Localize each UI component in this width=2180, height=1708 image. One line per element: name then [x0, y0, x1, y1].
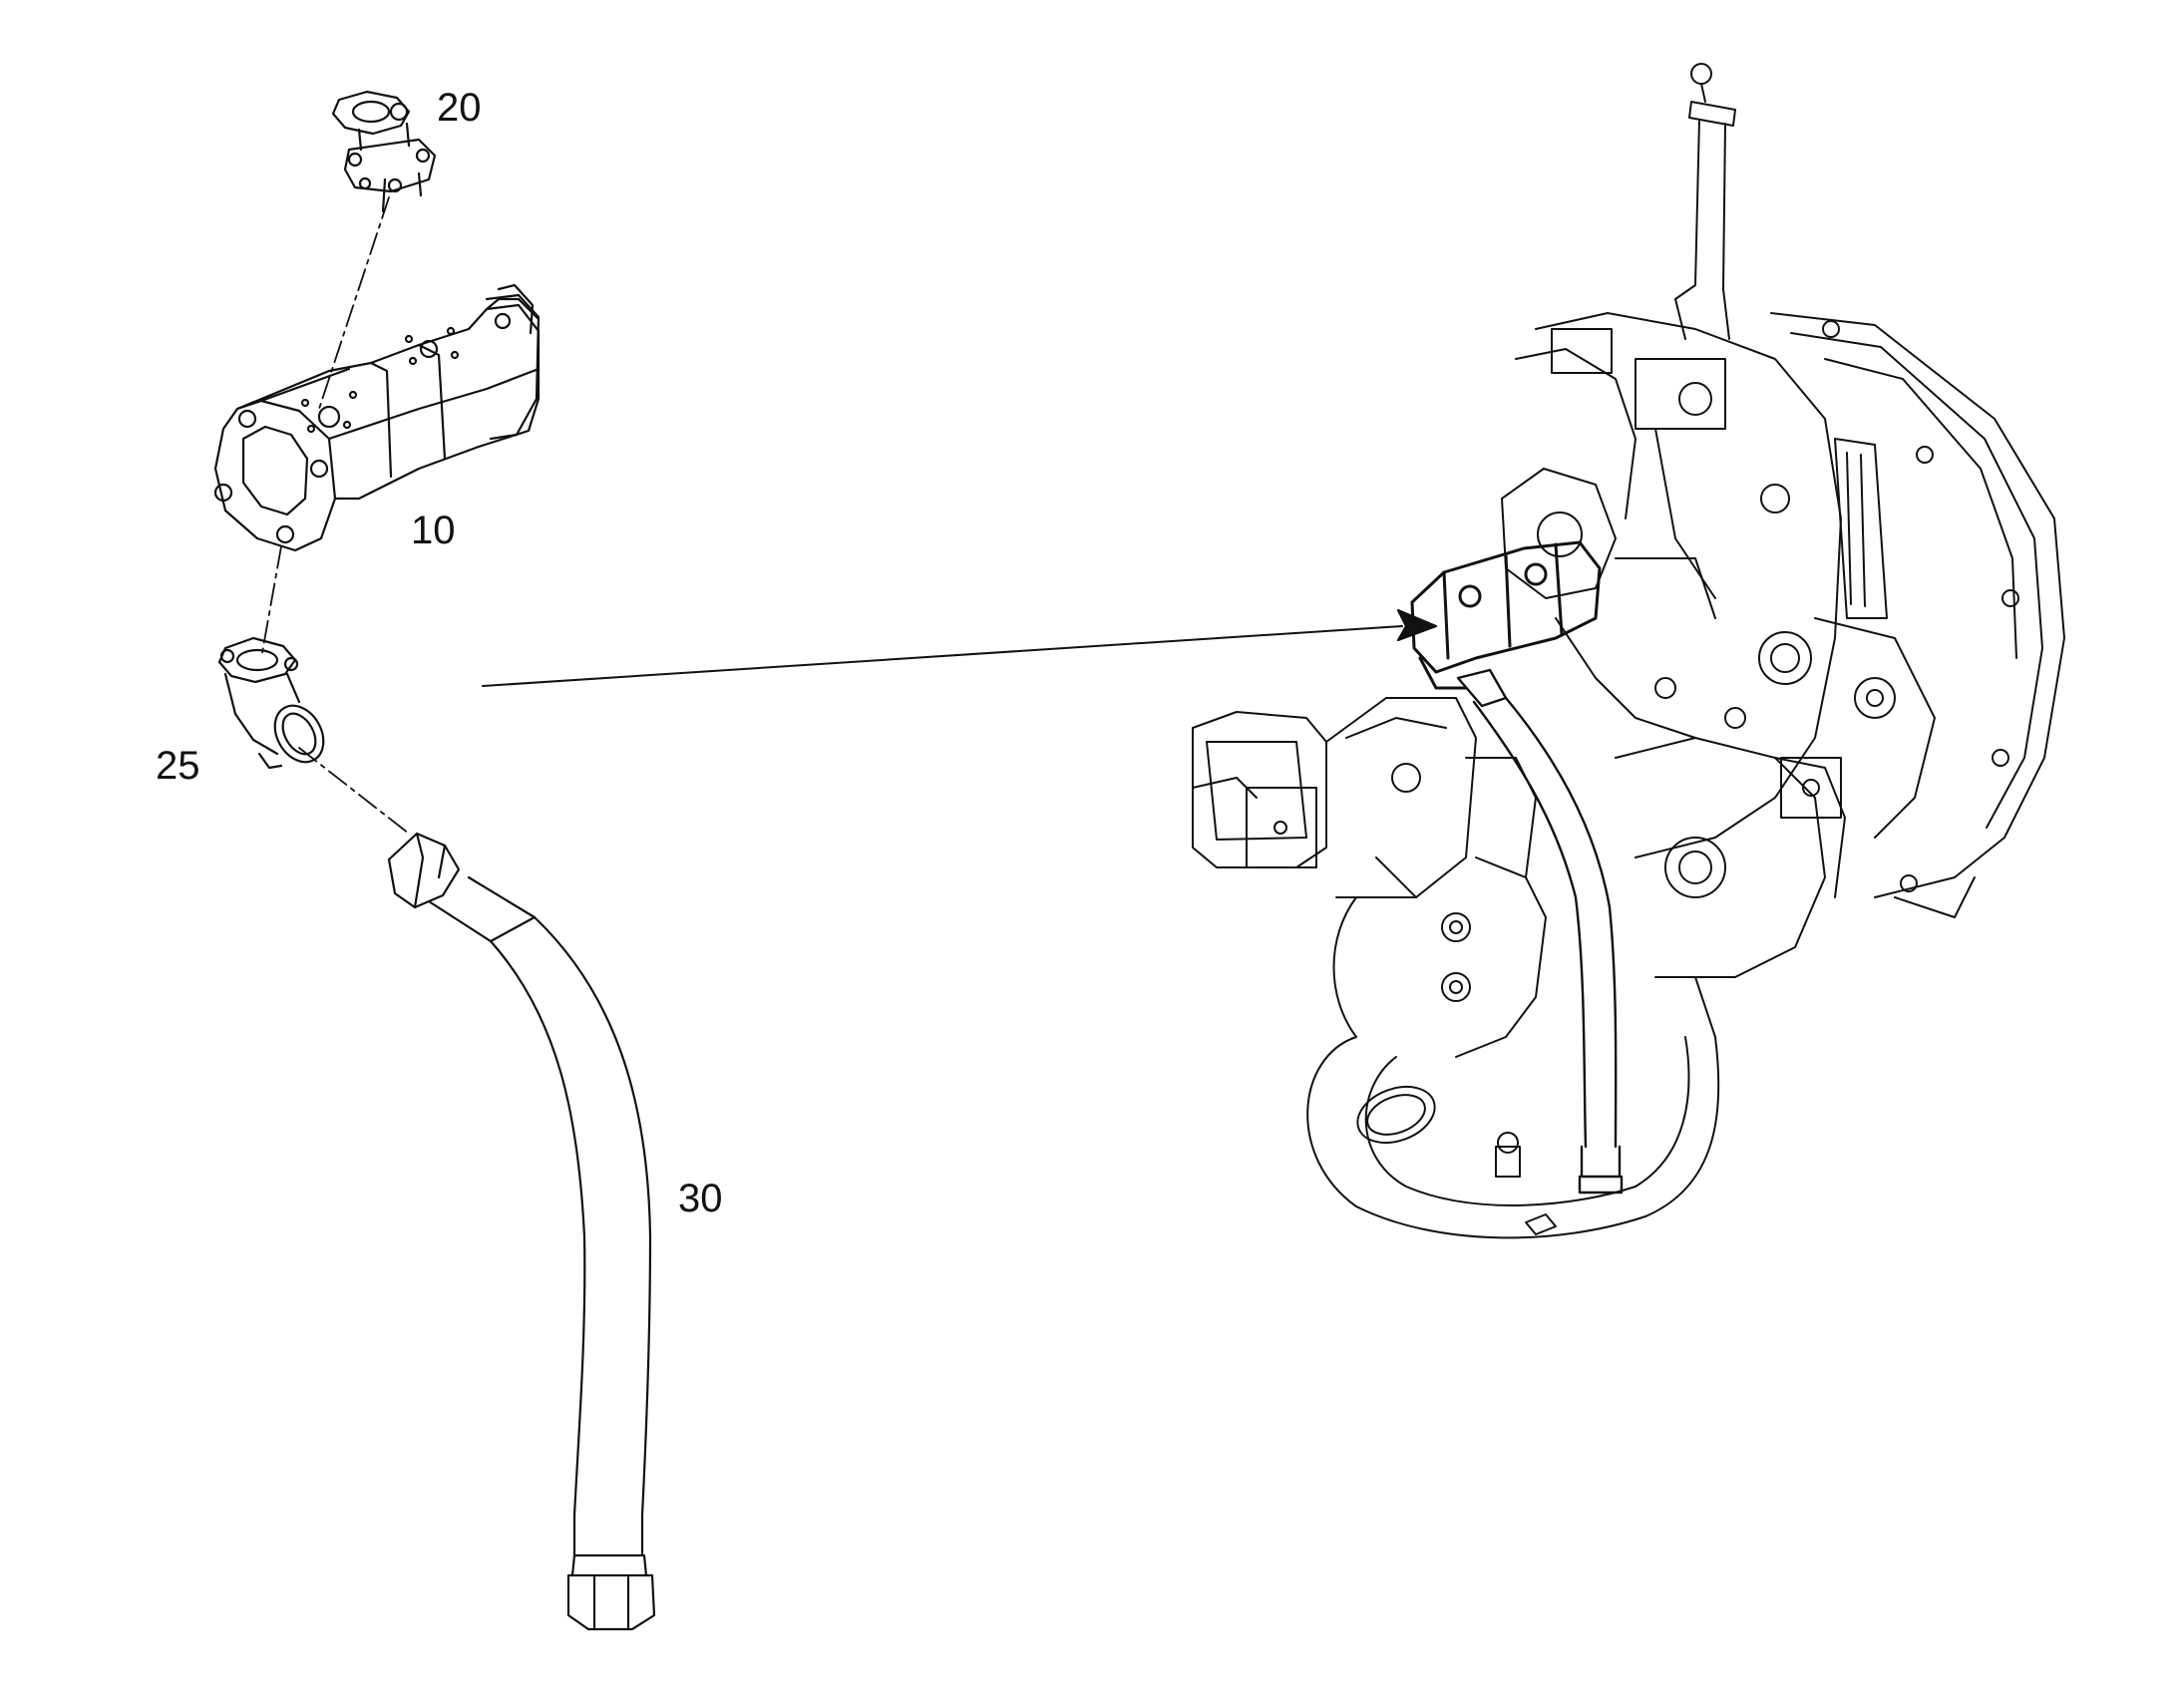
gear-pump-part	[213, 283, 541, 552]
leader-line	[482, 625, 1403, 687]
side-flange-part	[217, 636, 325, 770]
callout-label-25: 25	[156, 744, 200, 788]
lower-pump-housing	[1615, 737, 1846, 978]
engine-block	[1501, 312, 1842, 858]
installed-pump	[1410, 540, 1602, 690]
installed-hose	[1456, 668, 1624, 1195]
bell-housing	[1770, 312, 2065, 898]
top-flange-part	[331, 90, 437, 213]
location-arrow-icon	[1396, 608, 1438, 642]
assembly-axis-lines	[260, 196, 410, 835]
engine-assembly-view	[1192, 63, 2065, 1239]
hose-part	[387, 832, 656, 1631]
hydraulic-pump-housing	[1192, 697, 1547, 1058]
callout-label-10: 10	[411, 509, 456, 552]
dipstick	[1674, 63, 1736, 340]
callout-label-20: 20	[437, 86, 482, 130]
rear-housing	[1814, 617, 1976, 918]
callout-label-30: 30	[678, 1177, 723, 1220]
suction-pipe	[1306, 976, 1720, 1239]
